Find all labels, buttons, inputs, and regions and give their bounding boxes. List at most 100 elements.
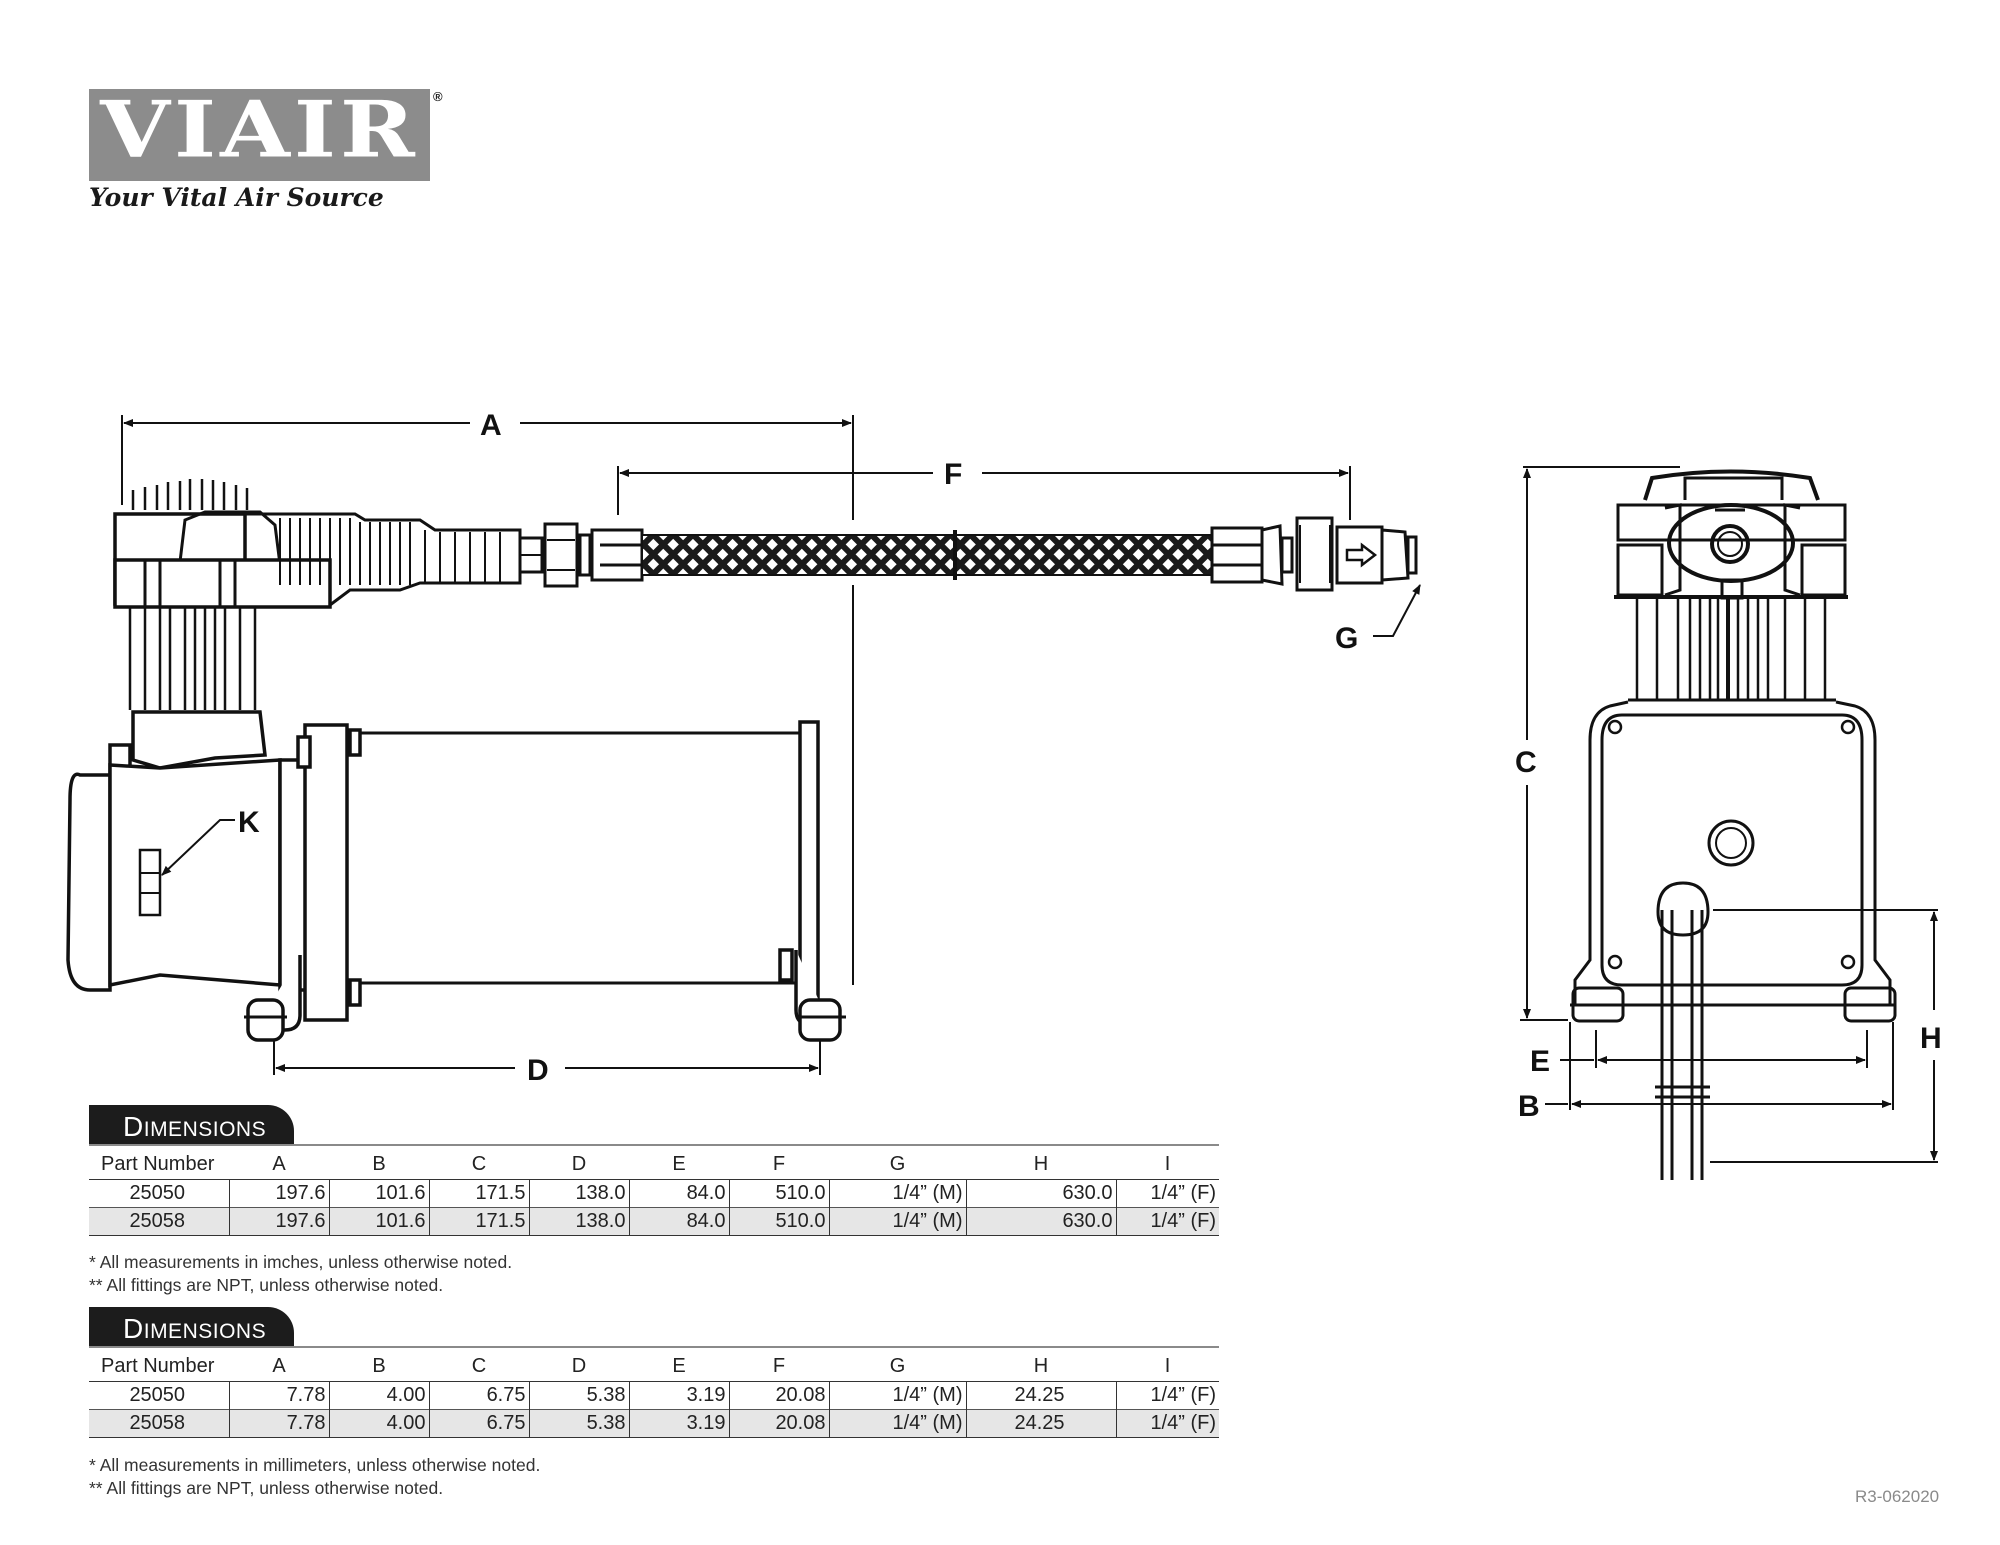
svg-text:B: B bbox=[1518, 1090, 1540, 1123]
header-rule bbox=[89, 1346, 1219, 1348]
logo-background bbox=[89, 89, 430, 181]
header-rule bbox=[89, 1144, 1219, 1146]
table-cell: 7.78 bbox=[228, 1381, 329, 1410]
column-header: B bbox=[372, 1354, 386, 1377]
dimension-b: B bbox=[1518, 1022, 1894, 1123]
column-header: G bbox=[889, 1354, 906, 1377]
fitting-note-2: ** All fittings are NPT, unless otherwis… bbox=[89, 1478, 444, 1498]
registered-mark: ® bbox=[433, 89, 443, 104]
svg-text:A: A bbox=[480, 409, 502, 442]
table-cell: 510.0 bbox=[728, 1179, 829, 1208]
table-cell: 101.6 bbox=[328, 1179, 429, 1208]
table-cell: 138.0 bbox=[528, 1207, 629, 1236]
table-cell: 630.0 bbox=[965, 1207, 1116, 1236]
table-row: 25058 197.6 101.6 171.5 138.0 84.0 510.0… bbox=[89, 1207, 1219, 1236]
svg-text:E: E bbox=[1530, 1045, 1550, 1078]
table-cell: 171.5 bbox=[428, 1207, 529, 1236]
dimension-e: E bbox=[1530, 1030, 1868, 1078]
part-number-cell: 25058 bbox=[89, 1409, 229, 1438]
table-cell: 1/4” (M) bbox=[828, 1207, 966, 1236]
column-header: D bbox=[571, 1152, 587, 1175]
table-cell: 630.0 bbox=[965, 1179, 1116, 1208]
table-cell: 5.38 bbox=[528, 1381, 629, 1410]
part-number-cell: 25050 bbox=[89, 1179, 229, 1208]
dimension-c: C bbox=[1515, 466, 1680, 1021]
column-header: Part Number bbox=[101, 1354, 215, 1377]
svg-text:D: D bbox=[527, 1054, 549, 1087]
column-header: G bbox=[889, 1152, 906, 1175]
table-cell: 510.0 bbox=[728, 1207, 829, 1236]
fitting-note-1: ** All fittings are NPT, unless otherwis… bbox=[89, 1275, 444, 1295]
table-row: 25058 7.78 4.00 6.75 5.38 3.19 20.08 1/4… bbox=[89, 1409, 1219, 1438]
dimension-a: A bbox=[121, 409, 854, 985]
front-view: C bbox=[1515, 466, 1942, 1180]
column-header: C bbox=[471, 1152, 487, 1175]
table-header-row: Part Number A B C D E F G H I bbox=[89, 1351, 1219, 1382]
callout-k: K bbox=[161, 806, 260, 876]
dimensions-table-1: Part Number A B C D E F G H I 25050 197.… bbox=[89, 1149, 1219, 1236]
column-header: A bbox=[272, 1354, 286, 1377]
revision-code: R3-062020 bbox=[1855, 1487, 1940, 1506]
measurement-note-2: * All measurements in millimeters, unles… bbox=[89, 1455, 541, 1475]
svg-text:C: C bbox=[1515, 746, 1537, 779]
table-cell: 24.25 bbox=[965, 1381, 1116, 1410]
column-header: H bbox=[1033, 1152, 1049, 1175]
dimensions-header-tab: DIMENSIONS bbox=[89, 1307, 294, 1347]
cylinder-fins bbox=[128, 607, 257, 710]
outlet-fitting bbox=[1210, 516, 1418, 592]
column-header: H bbox=[1033, 1354, 1049, 1377]
table-cell: 197.6 bbox=[228, 1207, 329, 1236]
dimensions-title-initial: D bbox=[123, 1313, 144, 1344]
column-header: I bbox=[1164, 1354, 1171, 1377]
callout-g: G bbox=[1335, 584, 1421, 655]
table-cell: 6.75 bbox=[428, 1409, 529, 1438]
column-header: I bbox=[1164, 1152, 1171, 1175]
logo-wordmark: VIAIR bbox=[100, 84, 419, 176]
table-cell: 1/4” (F) bbox=[1115, 1207, 1219, 1236]
side-view: A F bbox=[66, 409, 1421, 1087]
measurement-note-1: * All measurements in imches, unless oth… bbox=[89, 1252, 513, 1272]
table-cell: 1/4” (F) bbox=[1115, 1381, 1219, 1410]
column-header: C bbox=[471, 1354, 487, 1377]
table-cell: 1/4” (M) bbox=[828, 1409, 966, 1438]
table-cell: 138.0 bbox=[528, 1179, 629, 1208]
table-cell: 24.25 bbox=[965, 1409, 1116, 1438]
svg-text:F: F bbox=[944, 458, 962, 491]
table-cell: 1/4” (F) bbox=[1115, 1409, 1219, 1438]
motor-and-tank bbox=[66, 710, 846, 1042]
part-number-cell: 25058 bbox=[89, 1207, 229, 1236]
dimensions-title-initial: D bbox=[123, 1111, 144, 1142]
table-cell: 4.00 bbox=[328, 1409, 429, 1438]
part-number-cell: 25050 bbox=[89, 1381, 229, 1410]
table-cell: 171.5 bbox=[428, 1179, 529, 1208]
column-header: F bbox=[772, 1354, 786, 1377]
table-cell: 84.0 bbox=[628, 1207, 729, 1236]
column-header: E bbox=[672, 1354, 686, 1377]
logo-tagline: Your Vital Air Source bbox=[89, 183, 384, 212]
table-cell: 1/4” (M) bbox=[828, 1179, 966, 1208]
table-cell: 20.08 bbox=[728, 1409, 829, 1438]
braided-hose bbox=[641, 530, 1213, 580]
table-cell: 6.75 bbox=[428, 1381, 529, 1410]
dimensions-title-rest: IMENSIONS bbox=[143, 1118, 267, 1141]
cylinder-head bbox=[113, 479, 644, 609]
dimensions-title-rest: IMENSIONS bbox=[143, 1320, 267, 1343]
table-cell: 197.6 bbox=[228, 1179, 329, 1208]
column-header: D bbox=[571, 1354, 587, 1377]
table-cell: 84.0 bbox=[628, 1179, 729, 1208]
table-cell: 1/4” (M) bbox=[828, 1381, 966, 1410]
table-header-row: Part Number A B C D E F G H I bbox=[89, 1149, 1219, 1180]
table-row: 25050 7.78 4.00 6.75 5.38 3.19 20.08 1/4… bbox=[89, 1381, 1219, 1410]
table-row: 25050 197.6 101.6 171.5 138.0 84.0 510.0… bbox=[89, 1179, 1219, 1208]
dimension-f: F bbox=[617, 458, 1351, 520]
column-header: E bbox=[672, 1152, 686, 1175]
svg-text:G: G bbox=[1335, 622, 1358, 655]
table-cell: 7.78 bbox=[228, 1409, 329, 1438]
column-header: Part Number bbox=[101, 1152, 215, 1175]
dimensions-table-2: Part Number A B C D E F G H I 25050 7.78… bbox=[89, 1351, 1219, 1438]
table-cell: 5.38 bbox=[528, 1409, 629, 1438]
table-cell: 1/4” (F) bbox=[1115, 1179, 1219, 1208]
table-cell: 101.6 bbox=[328, 1207, 429, 1236]
column-header: B bbox=[372, 1152, 386, 1175]
